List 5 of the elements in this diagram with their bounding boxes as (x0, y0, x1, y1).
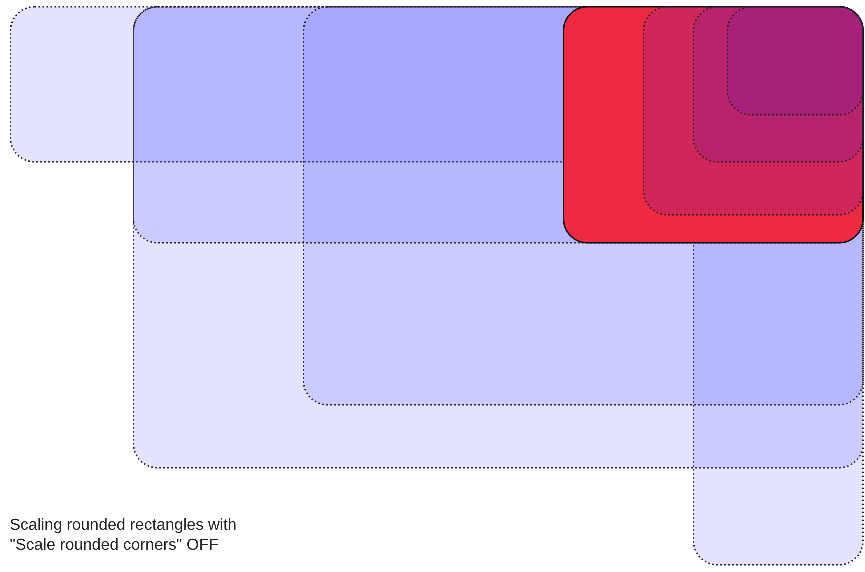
rounded-rectangle (727, 6, 864, 116)
caption: Scaling rounded rectangles with "Scale rounded corners" OFF (10, 516, 238, 556)
rounded-rectangle (563, 6, 864, 244)
rounded-rectangle (643, 6, 864, 216)
rounded-rectangle (693, 6, 864, 163)
